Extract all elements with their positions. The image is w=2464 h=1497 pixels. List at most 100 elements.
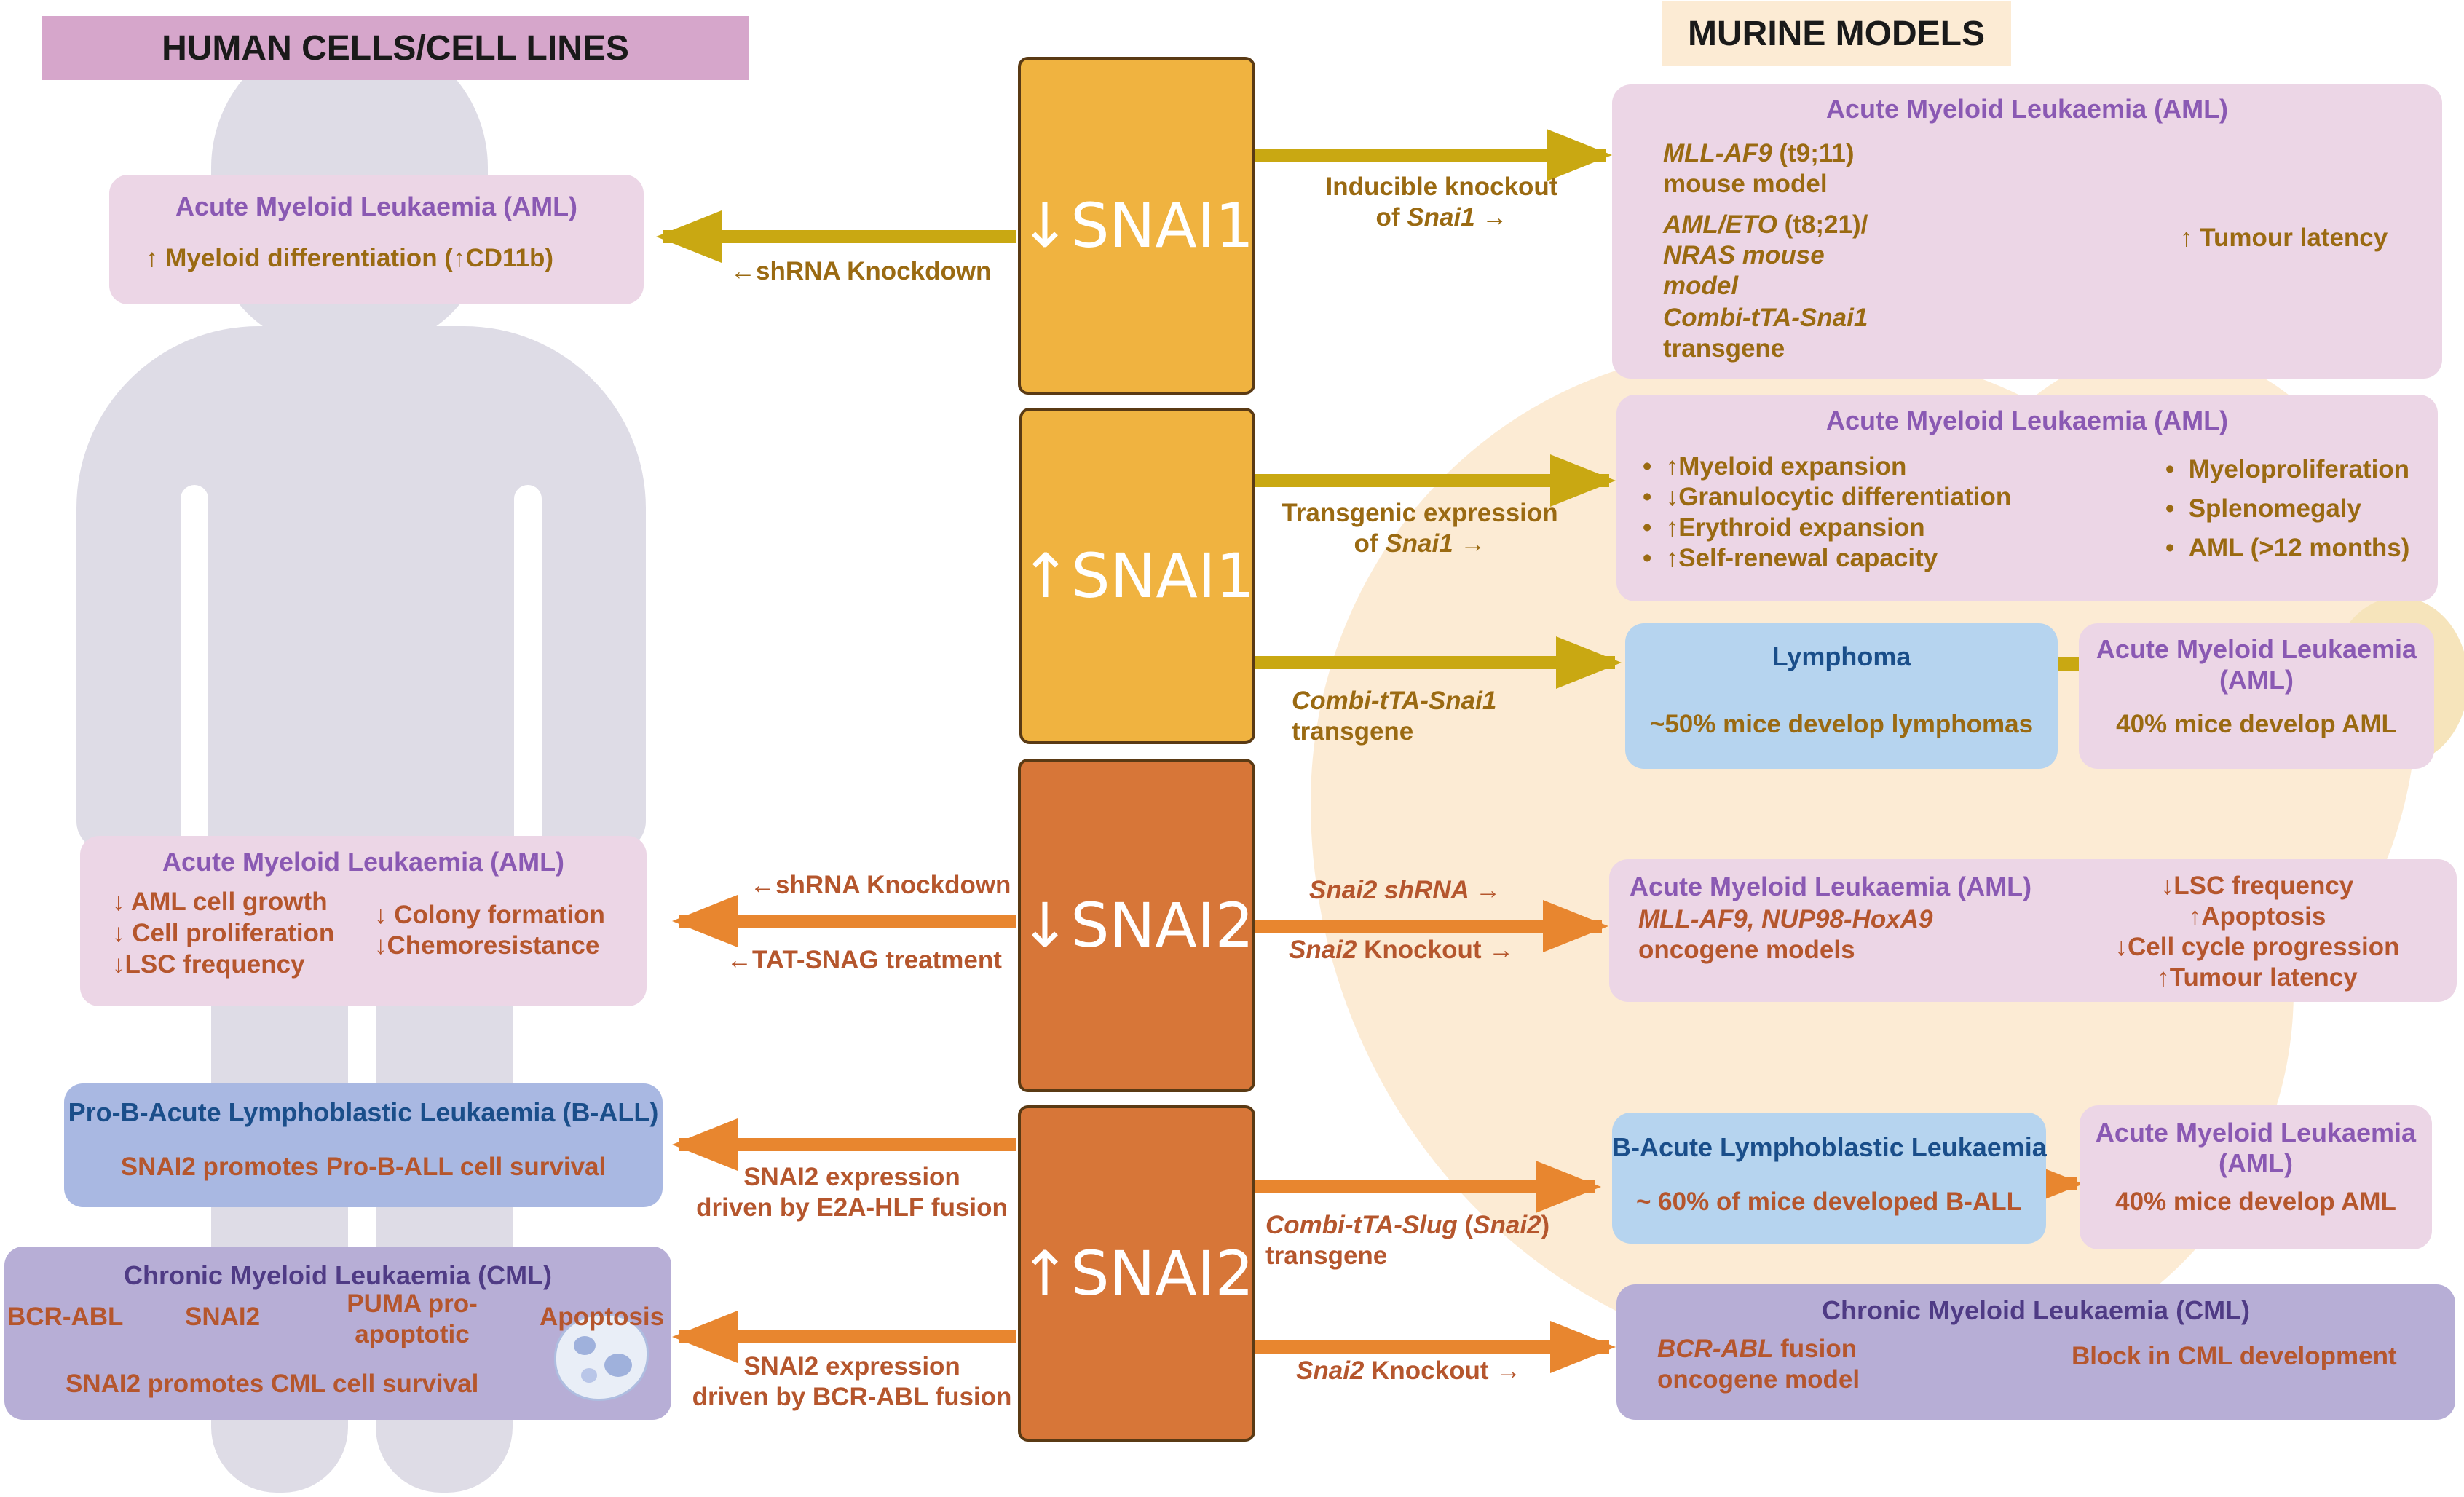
right-lymphoma-title: Lymphoma bbox=[1772, 641, 1911, 671]
right-tg-of: of bbox=[1354, 529, 1386, 558]
left-arrow1-label: ←shRNA Knockdown bbox=[730, 257, 992, 285]
cell-fragment-3 bbox=[581, 1368, 597, 1383]
left-aml-mid-col1-1: ↓ Cell proliferation bbox=[112, 919, 335, 947]
right-cml-model-line2: oncogene model bbox=[1657, 1365, 1860, 1394]
right-aml2-list2-0: • Myeloproliferation bbox=[2165, 455, 2410, 483]
right-aml1-model2-line3-text: model bbox=[1663, 272, 1739, 300]
cell-fragment-2 bbox=[604, 1354, 632, 1377]
left-aml-top-text: ↑ Myeloid differentiation (↑CD11b) bbox=[146, 244, 554, 272]
right-aml4-outcome-3: ↑Tumour latency bbox=[2157, 963, 2358, 992]
left-arrow3-label1: ←shRNA Knockdown bbox=[750, 871, 1011, 899]
right-aml2-title: Acute Myeloid Leukaemia (AML) bbox=[1825, 406, 2229, 435]
right-slug-paren-open: ( bbox=[1457, 1211, 1474, 1239]
right-snai2-ko-rest: Knockout → bbox=[1357, 936, 1515, 964]
right-ball-title: B-Acute Lymphoblastic Leukaemia bbox=[1612, 1132, 2047, 1162]
right-ko-arrow: → bbox=[1474, 203, 1508, 232]
right-aml4-box: Acute Myeloid Leukaemia (AML) MLL-AF9, N… bbox=[1609, 859, 2457, 1002]
right-aml2-list2-1-text: Splenomegaly bbox=[2188, 494, 2361, 523]
right-ko-gene: Snai1 bbox=[1407, 203, 1475, 232]
snai2-up-label: ↑SNAI2 bbox=[1019, 1238, 1255, 1309]
left-ball-text: SNAI2 promotes Pro-B-ALL cell survival bbox=[120, 1153, 607, 1181]
right-slug-label-line1: Combi-tTA-Slug (Snai2) bbox=[1265, 1210, 1549, 1241]
human-silhouette-arm-gap-right bbox=[514, 485, 542, 864]
human-silhouette-arm-gap-left bbox=[181, 485, 208, 864]
left-arrow5-label-line1: SNAI2 expression bbox=[743, 1352, 960, 1381]
left-aml-mid-col1-0: ↓ AML cell growth bbox=[112, 888, 328, 916]
right-aml1-model3: Combi-tTA-Snai1 bbox=[1663, 303, 1868, 333]
right-aml5-title-line1: Acute Myeloid Leukaemia bbox=[2095, 1118, 2417, 1148]
left-aml-mid-col2-0: ↓ Colony formation bbox=[374, 901, 605, 929]
header-murine-label: MURINE MODELS bbox=[1688, 14, 1985, 53]
right-aml1-model2-line2-text: NRAS mouse bbox=[1663, 241, 1825, 269]
right-snai2-ko2-gene: Snai2 bbox=[1296, 1356, 1365, 1385]
right-cml-outcome: Block in CML development bbox=[2072, 1342, 2397, 1370]
snai1-up-box: ↑SNAI1 bbox=[1019, 408, 1255, 744]
right-slug-paren-close: ) bbox=[1541, 1211, 1550, 1239]
right-aml1-box: Acute Myeloid Leukaemia (AML) MLL-AF9 (t… bbox=[1612, 84, 2442, 379]
right-aml4-outcome-1: ↑Apoptosis bbox=[2188, 902, 2326, 931]
right-aml1-outcome: ↑ Tumour latency bbox=[2180, 224, 2388, 252]
cell-apoptosis-icon bbox=[554, 1314, 649, 1401]
left-aml-mid-box: Acute Myeloid Leukaemia (AML) ↓ AML cell… bbox=[80, 836, 647, 1006]
snai1-down-label: ↓SNAI1 bbox=[1019, 190, 1255, 261]
right-combi-label-text: Combi-tTA-Snai1 bbox=[1292, 687, 1497, 715]
right-aml2-list2-2: • AML (>12 months) bbox=[2165, 534, 2410, 562]
right-slug-snai2: Snai2 bbox=[1473, 1211, 1541, 1239]
right-tg-label-line1: Transgenic expression bbox=[1282, 499, 1558, 527]
right-aml3-text: 40% mice develop AML bbox=[2116, 710, 2397, 738]
left-aml-top-title: Acute Myeloid Leukaemia (AML) bbox=[175, 191, 578, 221]
right-aml1-model3-text: Combi-tTA-Snai1 bbox=[1663, 304, 1868, 332]
right-aml1-model2: AML/ETO (t8;21)/ bbox=[1663, 210, 1868, 240]
left-cml-puma-line1: PUMA pro- bbox=[347, 1289, 478, 1318]
right-aml2-list1-0: • ↑Myeloid expansion bbox=[1643, 452, 1907, 481]
right-snai2-ko2-rest: Knockout → bbox=[1364, 1356, 1522, 1385]
right-snai2-shrna-text: Snai2 shRNA → bbox=[1309, 876, 1501, 904]
right-ball-box: B-Acute Lymphoblastic Leukaemia ~ 60% of… bbox=[1612, 1113, 2047, 1244]
right-cml-model-rest: fusion bbox=[1773, 1335, 1857, 1363]
right-ko-label-line2: of Snai1 → bbox=[1289, 202, 1595, 233]
left-cml-text: SNAI2 promotes CML cell survival bbox=[66, 1370, 479, 1398]
right-aml2-list1-2: • ↑Erythroid expansion bbox=[1643, 513, 1925, 542]
right-cml-box: Chronic Myeloid Leukaemia (CML) BCR-ABL … bbox=[1616, 1284, 2455, 1420]
left-arrow4-label-line2: driven by E2A-HLF fusion bbox=[696, 1193, 1008, 1222]
left-cml-title: Chronic Myeloid Leukaemia (CML) bbox=[123, 1260, 553, 1290]
left-cml-bcr: BCR-ABL bbox=[7, 1303, 124, 1331]
right-snai2-ko2-label: Snai2 Knockout → bbox=[1296, 1356, 1521, 1386]
right-aml1-model1-it: MLL-AF9 bbox=[1663, 139, 1772, 167]
right-aml2-list1-0-text: ↑Myeloid expansion bbox=[1665, 452, 1907, 481]
right-combi-label-line2: transgene bbox=[1292, 717, 1414, 746]
right-tg-gene: Snai1 bbox=[1385, 529, 1453, 558]
snai1-down-box: ↓SNAI1 bbox=[1018, 57, 1255, 395]
right-tg-label-line2: of Snai1 → bbox=[1260, 529, 1580, 559]
right-aml5-text: 40% mice develop AML bbox=[2115, 1188, 2396, 1216]
left-ball-title: Pro-B-Acute Lymphoblastic Leukaemia (B-A… bbox=[68, 1097, 659, 1127]
left-cml-snai2: SNAI2 bbox=[185, 1303, 261, 1331]
right-aml2-list2-2-text: AML (>12 months) bbox=[2188, 534, 2410, 562]
right-combi-label-line1: Combi-tTA-Snai1 bbox=[1292, 686, 1496, 716]
right-slug-label-line2: transgene bbox=[1265, 1241, 1388, 1270]
left-aml-mid-title: Acute Myeloid Leukaemia (AML) bbox=[162, 847, 565, 877]
right-aml4-outcome-0: ↓LSC frequency bbox=[2160, 872, 2354, 900]
right-aml4-outcome-2: ↓Cell cycle progression bbox=[2114, 933, 2400, 961]
right-aml2-list2-1: • Splenomegaly bbox=[2165, 494, 2361, 523]
snai2-down-box: ↓SNAI2 bbox=[1018, 759, 1255, 1092]
right-aml1-model2-rest: (t8;21)/ bbox=[1777, 210, 1868, 239]
human-silhouette-body bbox=[76, 326, 646, 850]
cell-fragment-1 bbox=[574, 1336, 596, 1355]
right-aml1-model1-line2: mouse model bbox=[1663, 170, 1828, 198]
right-cml-title: Chronic Myeloid Leukaemia (CML) bbox=[1821, 1295, 2251, 1325]
right-aml1-model2-line2: NRAS mouse bbox=[1663, 240, 1825, 271]
left-arrow3-label2: ←TAT-SNAG treatment bbox=[727, 946, 1002, 974]
right-snai2-ko-gene: Snai2 bbox=[1289, 936, 1357, 964]
right-aml1-model3-line2: transgene bbox=[1663, 334, 1785, 363]
right-ball-text: ~ 60% of mice developed B-ALL bbox=[1636, 1188, 2022, 1216]
right-aml4-models-line2: oncogene models bbox=[1638, 936, 1855, 964]
left-cml-box: Chronic Myeloid Leukaemia (CML) BCR-ABL … bbox=[4, 1247, 671, 1420]
right-ko-of: of bbox=[1375, 203, 1407, 232]
right-aml4-models-line1-text: MLL-AF9, NUP98-HoxA9 bbox=[1638, 905, 1933, 933]
right-aml2-list1-3-text: ↑Self-renewal capacity bbox=[1665, 544, 1938, 572]
left-cml-apoptosis: Apoptosis bbox=[540, 1303, 665, 1331]
right-slug-gene: Combi-tTA-Slug bbox=[1265, 1211, 1458, 1239]
right-ko-label-line1: Inducible knockout bbox=[1325, 173, 1558, 201]
right-aml1-model1-rest: (t9;11) bbox=[1772, 139, 1855, 167]
